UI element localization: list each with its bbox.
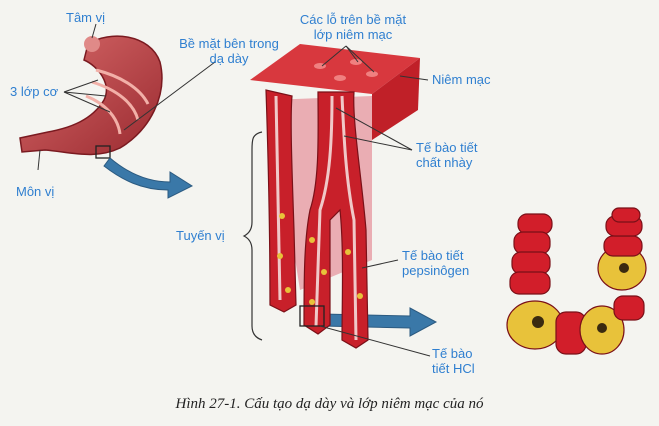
label-be-mat-ben-trong: Bề mặt bên trong dạ dày [164,36,294,66]
label-cac-lo-line2: lớp niêm mạc [313,27,393,42]
label-be-mat-ben-trong-line1: Bề mặt bên trong [179,36,279,51]
label-niem-mac: Niêm mạc [432,72,491,87]
label-3-lop-co: 3 lớp cơ [10,84,59,99]
arrow-right-1 [103,157,194,199]
label-te-bao-tiet-chat-nhay-line2: chất nhày [416,155,473,170]
tuyen-vi-brace [242,131,263,341]
label-cac-lo: Các lỗ trên bề mặt lớp niêm mạc [288,12,418,42]
label-cac-lo-line1: Các lỗ trên bề mặt [299,12,407,27]
label-te-bao-tiet-hcl-line2: tiết HCl [432,361,475,376]
stomach-pointers [37,23,216,171]
label-te-bao-tiet-pepsinogen-line1: Tế bào tiết [402,248,464,263]
label-tam-vi: Tâm vị [66,10,105,25]
label-te-bao-tiet-chat-nhay: Tế bào tiết chất nhày [416,140,477,170]
gland-cells-magnified [506,207,647,355]
label-mon-vi: Môn vị [16,184,55,199]
label-te-bao-tiet-pepsinogen: Tế bào tiết pepsinôgen [402,248,469,278]
figure-caption: Hình 27-1. Cấu tạo dạ dày và lớp niêm mạ… [175,396,484,412]
mucosa-pointers [319,45,431,357]
stomach [19,35,163,159]
label-te-bao-tiet-pepsinogen-line2: pepsinôgen [402,263,470,278]
label-te-bao-tiet-hcl: Tế bào tiết HCl [432,346,475,376]
mucosa-section [250,44,420,349]
label-be-mat-ben-trong-line2: dạ dày [209,51,249,66]
label-tuyen-vi: Tuyến vị [176,228,225,243]
label-te-bao-tiet-chat-nhay-line1: Tế bào tiết [416,140,478,155]
label-te-bao-tiet-hcl-line1: Tế bào [432,346,473,361]
arrow-right-2 [321,307,438,337]
